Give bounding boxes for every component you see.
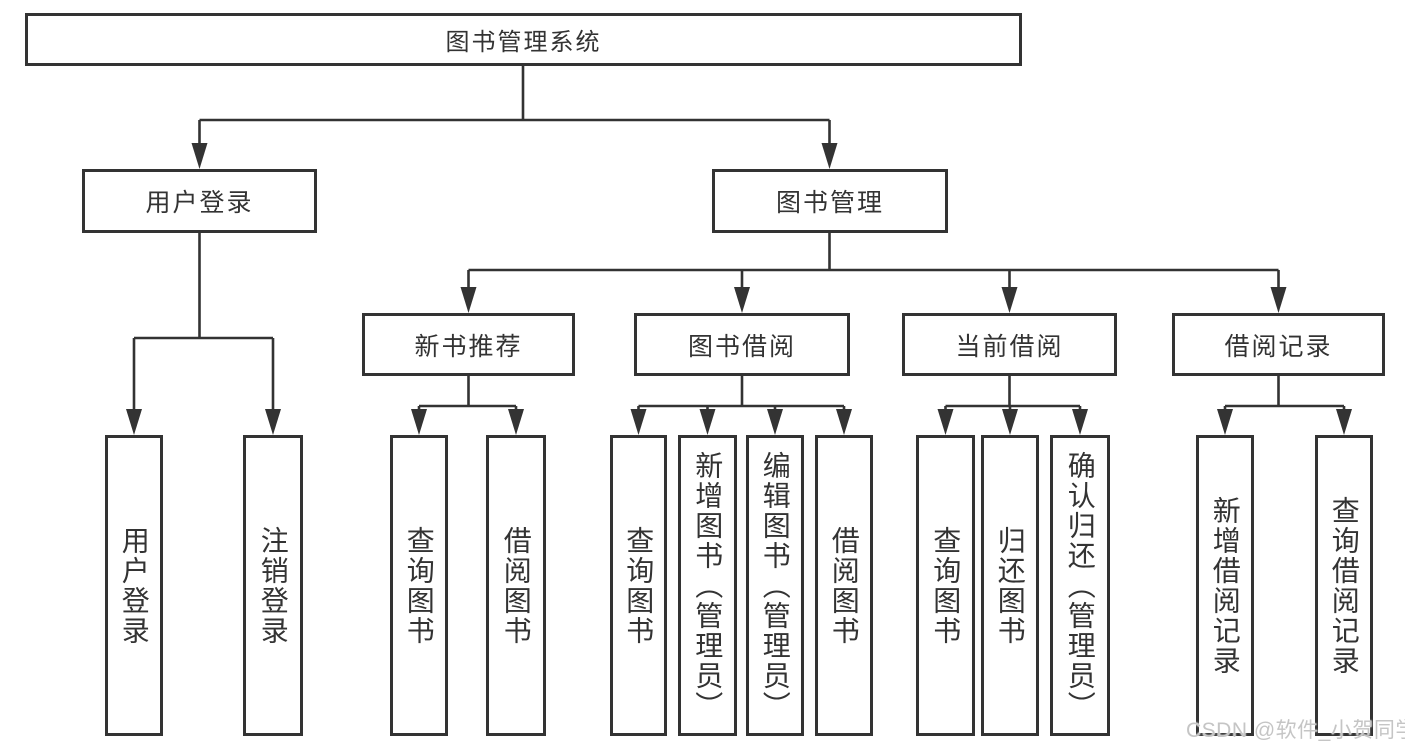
leaf-label: 注销登录 (257, 525, 289, 646)
node-label: 用户登录 (145, 189, 254, 217)
leaf-label: 用户登录 (118, 525, 150, 646)
leaf-label: 查询图书 (403, 525, 435, 646)
connector-records-to-leaves (1217, 376, 1352, 435)
node-book-borrowing: 图书借阅 (634, 313, 850, 376)
connector-borrowing-to-leaves (630, 376, 852, 435)
leaf-label: 确认归还（管理员） (1064, 450, 1096, 721)
leaf-query-books-current: 查询图书 (916, 435, 975, 736)
node-current-borrowing: 当前借阅 (902, 313, 1117, 376)
leaf-add-borrow-record: 新增借阅记录 (1196, 435, 1254, 736)
csdn-watermark: CSDN @软件_小贺同学 (1186, 719, 1405, 742)
leaf-label: 编辑图书（管理员） (759, 450, 791, 721)
connector-current-to-leaves (937, 376, 1088, 435)
connector-recommend-to-leaves (411, 376, 524, 435)
leaf-return-books: 归还图书 (981, 435, 1039, 736)
leaf-label: 新增借阅记录 (1209, 495, 1241, 676)
node-library-system: 图书管理系统 (25, 13, 1022, 66)
node-label: 借阅记录 (1224, 332, 1333, 361)
leaf-label: 查询借阅记录 (1328, 495, 1360, 676)
leaf-borrow-books-borrowing: 借阅图书 (815, 435, 873, 736)
node-label: 图书管理系统 (445, 29, 602, 56)
leaf-borrow-books-recommend: 借阅图书 (486, 435, 546, 736)
leaf-query-borrow-record: 查询借阅记录 (1315, 435, 1373, 736)
leaf-label: 借阅图书 (500, 525, 532, 646)
leaf-edit-book-admin: 编辑图书（管理员） (746, 435, 804, 736)
leaf-confirm-return-admin: 确认归还（管理员） (1050, 435, 1110, 736)
leaf-logout: 注销登录 (243, 435, 303, 736)
node-label: 新书推荐 (414, 332, 523, 361)
connector-management-to-groups (460, 233, 1287, 313)
node-user-login: 用户登录 (82, 169, 317, 233)
node-label: 图书管理 (775, 189, 884, 217)
leaf-user-login: 用户登录 (105, 435, 163, 736)
leaf-label: 新增图书（管理员） (692, 450, 724, 721)
leaf-label: 归还图书 (994, 525, 1026, 646)
node-book-management: 图书管理 (712, 169, 948, 233)
node-label: 当前借阅 (955, 332, 1064, 361)
leaf-query-books-borrowing: 查询图书 (610, 435, 667, 736)
connector-root-to-level2 (191, 66, 838, 169)
node-label: 图书借阅 (687, 332, 796, 361)
node-borrowing-records: 借阅记录 (1172, 313, 1385, 376)
leaf-add-book-admin: 新增图书（管理员） (678, 435, 737, 736)
leaf-label: 查询图书 (623, 525, 655, 646)
leaf-label: 查询图书 (930, 525, 962, 646)
leaf-query-books-recommend: 查询图书 (390, 435, 448, 736)
node-new-book-recommend: 新书推荐 (362, 313, 575, 376)
leaf-label: 借阅图书 (828, 525, 860, 646)
connector-login-to-leaves (126, 233, 281, 435)
